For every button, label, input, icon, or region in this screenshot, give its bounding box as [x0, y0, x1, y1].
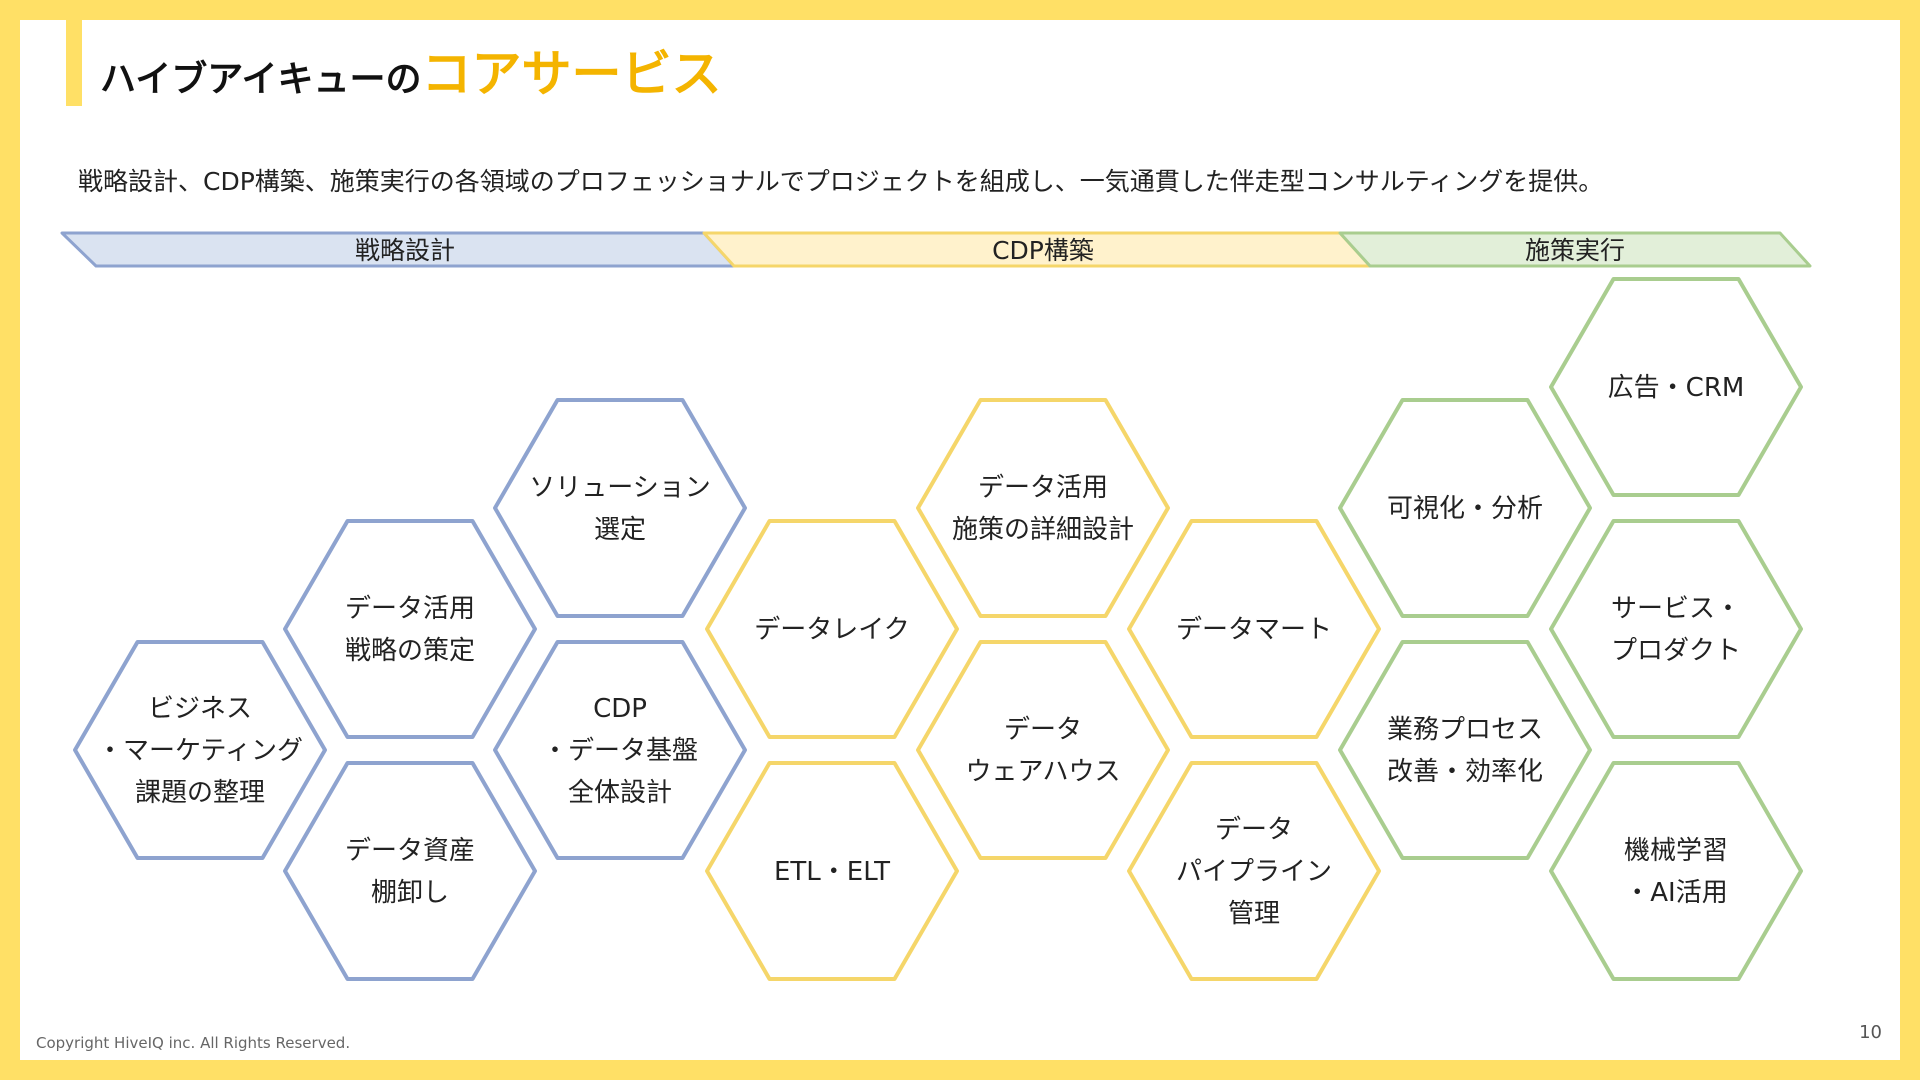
hexagon-shape-cdp	[1127, 761, 1381, 981]
hexagon-label: ・マーケティング	[97, 736, 303, 766]
title-highlight: コアサービス	[421, 45, 722, 103]
hexagon-label: ・AI活用	[1624, 878, 1727, 908]
hexagon-label: CDP	[593, 694, 647, 724]
hexagon-shape-strategy	[283, 761, 537, 981]
hexagon-label: データ	[1215, 815, 1293, 845]
phase-arrows: 戦略設計 CDP構築 施策実行	[60, 231, 1812, 268]
slide-subtitle: 戦略設計、CDP構築、施策実行の各領域のプロフェッショナルでプロジェクトを組成し…	[78, 167, 1604, 196]
hexagon-label: 広告・CRM	[1608, 373, 1745, 403]
hexagon-label: 業務プロセス	[1387, 715, 1543, 745]
hexagon-label: データ活用	[978, 473, 1108, 503]
hexagon-label: 機械学習	[1624, 836, 1728, 866]
hexagon-shape-execution	[1549, 519, 1803, 739]
service-hexagon: データレイク	[705, 519, 959, 739]
service-hexagon: 可視化・分析	[1338, 398, 1592, 618]
service-hexagon: ETL・ELT	[705, 761, 959, 981]
hexagon-label: ソリューション	[529, 473, 710, 503]
hexagon-shape-cdp	[1127, 519, 1381, 739]
hexagon-label: ETL・ELT	[774, 857, 890, 887]
phase-label-cdp: CDP構築	[992, 236, 1094, 265]
copyright-text: Copyright HiveIQ inc. All Rights Reserve…	[36, 1034, 351, 1052]
phase-label-execution: 施策実行	[1525, 236, 1625, 265]
hexagon-shape-execution	[1549, 761, 1803, 981]
hexagon-label: データレイク	[754, 615, 909, 645]
page-number: 10	[1859, 1022, 1882, 1043]
hexagon-label: データ	[1004, 715, 1082, 745]
service-hexagon: サービス・プロダクト	[1549, 519, 1803, 739]
hexagon-shape-execution	[1549, 277, 1803, 497]
hexagon-label: 可視化・分析	[1387, 494, 1543, 524]
hexagon-shape-strategy	[493, 640, 747, 860]
hexagon-shape-execution	[1338, 640, 1592, 860]
hexagon-label: 戦略の策定	[345, 636, 475, 666]
hexagon-shape-execution	[1338, 398, 1592, 618]
hexagon-label: 施策の詳細設計	[952, 515, 1134, 545]
hexagon-label: サービス・	[1611, 594, 1741, 624]
hexagon-label: 課題の整理	[135, 778, 265, 808]
slide-title: ハイブアイキューのコアサービス	[100, 34, 721, 106]
service-hexagon: 広告・CRM	[1549, 277, 1803, 497]
hexagon-label: データ活用	[345, 594, 475, 624]
hexagon-label: 棚卸し	[371, 878, 449, 908]
title-accent-bar	[66, 20, 82, 106]
phase-arrow-execution	[1338, 231, 1812, 268]
hexagon-shape-cdp	[705, 761, 959, 981]
service-hexagon: データマート	[1127, 519, 1381, 739]
hexagon-shape-strategy	[73, 640, 327, 860]
hexagon-shape-cdp	[705, 519, 959, 739]
phase-label-strategy: 戦略設計	[355, 236, 455, 265]
hexagon-label: データマート	[1176, 615, 1332, 645]
hexagon-grid: ビジネス・マーケティング課題の整理データ活用戦略の策定データ資産棚卸しソリューシ…	[73, 277, 1803, 981]
hexagon-shape-cdp	[916, 640, 1170, 860]
hexagon-label: 全体設計	[568, 778, 672, 808]
hexagon-shape-strategy	[493, 398, 747, 618]
hexagon-label: ウェアハウス	[966, 757, 1121, 787]
hexagon-label: パイプライン	[1176, 857, 1332, 887]
hexagon-label: 改善・効率化	[1387, 757, 1543, 787]
hexagon-shape-cdp	[916, 398, 1170, 618]
hexagon-label: ・データ基盤	[542, 736, 698, 766]
hexagon-label: データ資産	[345, 836, 475, 866]
hexagon-label: プロダクト	[1611, 636, 1741, 666]
hexagon-label: 管理	[1228, 899, 1280, 929]
hexagon-label: ビジネス	[148, 694, 252, 724]
hexagon-shape-strategy	[283, 519, 537, 739]
service-hexagon: 機械学習・AI活用	[1549, 761, 1803, 981]
title-prefix: ハイブアイキューの	[100, 59, 422, 100]
hexagon-label: 選定	[594, 515, 646, 545]
